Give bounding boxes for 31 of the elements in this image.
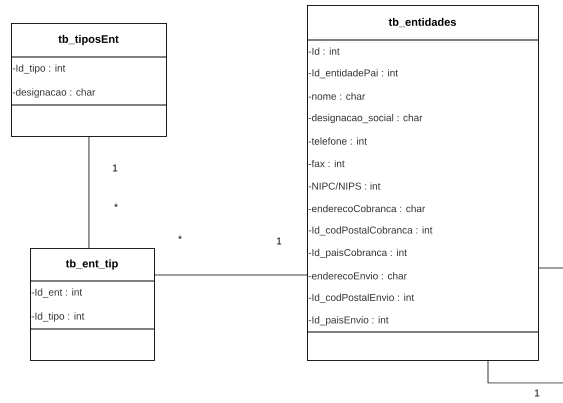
attribute: -Id_codPostalEnvio : int [308, 294, 414, 303]
attribute: -telefone : int [308, 137, 367, 145]
attribute: -Id_tipo : int [12, 64, 66, 74]
attribute: -enderecoEnvio : char [308, 272, 407, 280]
attribute: -Id_entidadePai : int [308, 69, 398, 78]
association-line [154, 274, 308, 276]
multiplicity-label: * [114, 204, 118, 208]
attribute: -designacao : char [12, 88, 96, 98]
multiplicity-label: 1 [277, 238, 282, 244]
class-name: tb_tiposEnt [58, 34, 119, 46]
class-name: tb_ent_tip [66, 259, 118, 270]
class-box [306, 5, 539, 361]
attribute: -enderecoCobranca : char [308, 204, 426, 212]
association-line [88, 136, 90, 248]
attribute: -Id_tipo : int [32, 312, 84, 322]
attribute: -fax : int [308, 160, 345, 168]
attribute: -nome : char [308, 92, 366, 100]
attribute: -Id_codPostalCobranca : int [308, 226, 432, 236]
attribute: -Id : int [308, 48, 340, 55]
multiplicity-label: * [178, 236, 182, 240]
multiplicity-label: 1 [113, 164, 118, 172]
attribute: -Id_paisEnvio : int [308, 316, 389, 326]
attribute: -NIPC/NIPS : int [308, 182, 380, 190]
class-box [10, 23, 167, 137]
attribute: -Id_paisCobranca : int [308, 248, 407, 258]
class-name: tb_entidades [388, 18, 456, 28]
attribute: -designacao_social : char [308, 114, 422, 124]
association-line [488, 360, 563, 384]
attribute: -Id_ent : int [32, 288, 82, 298]
multiplicity-label: 1 [534, 390, 540, 396]
class-box [30, 248, 155, 361]
